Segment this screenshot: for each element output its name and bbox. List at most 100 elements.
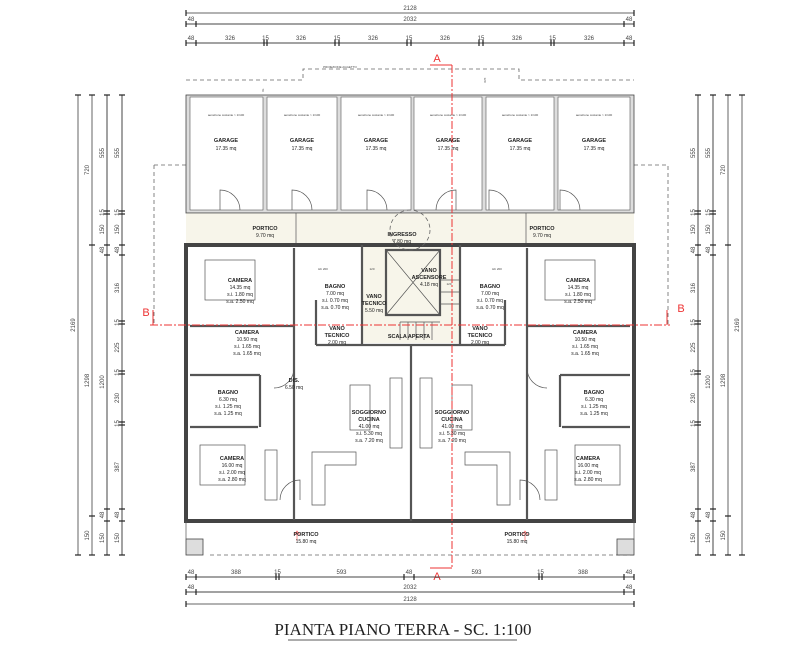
room-label-bagno2-left: s.i. 1.25 mq <box>215 404 241 410</box>
dimension-value: 15 <box>691 369 697 376</box>
dimension-value: 15 <box>537 570 544 576</box>
dimension-value: 150 <box>115 224 121 235</box>
dimension-value: 1200 <box>706 375 712 389</box>
garage-label: GARAGE <box>582 138 606 144</box>
room-label-dis: 6.50 mq <box>285 385 303 391</box>
dimension-value: 48 <box>691 511 697 518</box>
garage-note: aerazione costante > 1/100 <box>430 113 467 117</box>
dimension-value: 15 <box>115 420 121 427</box>
room-label-vano-tecnico-small-left: 2.00 mq <box>328 340 346 346</box>
garage-label: GARAGE <box>290 138 314 144</box>
dimension-value: 48 <box>626 585 633 591</box>
hb-label: Hb 200 <box>492 267 502 271</box>
room-label-bagno1-left: BAGNO <box>325 284 346 290</box>
garage-note: aerazione costante > 1/100 <box>502 113 539 117</box>
dimension-value: 15 <box>706 209 712 216</box>
dimension-value: 15 <box>478 36 485 42</box>
dimension-value: 150 <box>706 532 712 543</box>
room-label-camera3-left: s.i. 2.00 mq <box>219 470 245 476</box>
garage-area: 17.35 mq <box>292 146 313 152</box>
garage-label: GARAGE <box>214 138 238 144</box>
dimension-value: 720 <box>85 164 91 175</box>
dimension-value: 48 <box>406 570 413 576</box>
room-label-portico-bottom-left: PORTICO <box>293 532 319 538</box>
dimension-value: 15 <box>334 36 341 42</box>
room-label-bagno2-right: s.i. 1.25 mq <box>581 404 607 410</box>
dimension-value: 326 <box>440 36 451 42</box>
dimension-value: 150 <box>706 224 712 235</box>
room-label-vano-tecnico-small-right: 2.00 mq <box>471 340 489 346</box>
room-label-bagno2-left: 6.30 mq <box>219 397 237 403</box>
dimension-value: 48 <box>626 36 633 42</box>
dimension-value: 48 <box>188 17 195 23</box>
garage-area: 17.35 mq <box>438 146 459 152</box>
room-label-bagno1-left: 7.00 mq <box>326 291 344 297</box>
room-label-camera1-right: 14.35 mq <box>568 285 589 291</box>
room-label-portico-bottom-right: 15.80 mq <box>507 539 528 545</box>
room-label-bagno2-right: 6.30 mq <box>585 397 603 403</box>
dimension-value: 150 <box>100 532 106 543</box>
room-label-camera3-left: CAMERA <box>220 456 244 462</box>
setback-dim: 70 <box>261 88 265 92</box>
room-label-camera3-left: 16.00 mq <box>222 463 243 469</box>
room-label-ingresso: INGRESSO <box>387 232 417 238</box>
room-label-camera2-left: s.a. 1.65 mq <box>233 351 261 357</box>
dimension-value: 15 <box>691 420 697 427</box>
dimension-value: 326 <box>584 36 595 42</box>
garage-label: GARAGE <box>364 138 388 144</box>
room-label-bagno1-left: s.i. 0.70 mq <box>322 298 348 304</box>
dimension-value: 2169 <box>71 318 77 332</box>
dimension-value: 15 <box>274 570 281 576</box>
room-label-camera1-left: CAMERA <box>228 278 252 284</box>
room-label-soggiorno-left: s.a. 7.20 mq <box>355 438 383 444</box>
room-label-vano-tecnico-small-right: TECNICO <box>468 333 493 339</box>
stair-width: 120 <box>446 282 451 286</box>
dimension-value: 387 <box>115 461 121 472</box>
room-label-vano-tecnico: 5.50 mq <box>365 308 383 314</box>
section-b-right: B <box>677 303 684 315</box>
room-label-soggiorno-right: CUCINA <box>441 417 462 423</box>
room-label-camera2-right: s.a. 1.65 mq <box>571 351 599 357</box>
dimension-value: 388 <box>231 570 242 576</box>
dimension-value: 150 <box>85 530 91 541</box>
room-label-camera1-left: s.a. 2.50 mq <box>226 299 254 305</box>
room-label-camera3-right: s.a. 2.80 mq <box>574 477 602 483</box>
room-label-soggiorno-left: s.i. 5.30 mq <box>356 431 382 437</box>
dimension-value: 15 <box>262 36 269 42</box>
room-label-camera2-right: s.i. 1.65 mq <box>572 344 598 350</box>
dimension-value: 2169 <box>735 318 741 332</box>
room-label-portico-bottom-right: PORTICO <box>504 532 530 538</box>
bottom-portico <box>185 521 635 556</box>
room-label-vano-ascensore: VANO <box>421 268 437 274</box>
dimension-value: 48 <box>691 246 697 253</box>
room-label-bagno2-right: s.a. 1.25 mq <box>580 411 608 417</box>
dimension-value: 2128 <box>403 597 417 603</box>
dimension-value: 593 <box>471 570 482 576</box>
dimension-value: 150 <box>691 224 697 235</box>
dimension-value: 48 <box>188 585 195 591</box>
room-label-vano-tecnico-small-left: TECNICO <box>325 333 350 339</box>
main-block <box>184 209 636 523</box>
room-label-soggiorno-left: CUCINA <box>358 417 379 423</box>
dimension-value: 15 <box>100 209 106 216</box>
room-label-bagno2-right: BAGNO <box>584 390 605 396</box>
room-label-camera3-right: CAMERA <box>576 456 600 462</box>
room-label-portico-bottom-left: 15.80 mq <box>296 539 317 545</box>
garage-area: 17.35 mq <box>366 146 387 152</box>
dimension-value: 15 <box>115 209 121 216</box>
dimension-value: 230 <box>691 392 697 403</box>
room-label-dis: DIS. <box>289 378 300 384</box>
garage-block <box>185 94 635 214</box>
dimension-value: 48 <box>706 511 712 518</box>
dimension-value: 388 <box>578 570 589 576</box>
room-label-camera3-right: s.i. 2.00 mq <box>575 470 601 476</box>
dimension-value: 720 <box>721 164 727 175</box>
dimension-value: 225 <box>691 342 697 353</box>
dimension-value: 48 <box>100 246 106 253</box>
room-label-scala: SCALA APERTA <box>388 334 430 340</box>
garage-label: GARAGE <box>508 138 532 144</box>
room-label-portico-left: 9.70 mq <box>256 233 274 239</box>
dimension-value: 555 <box>691 147 697 158</box>
